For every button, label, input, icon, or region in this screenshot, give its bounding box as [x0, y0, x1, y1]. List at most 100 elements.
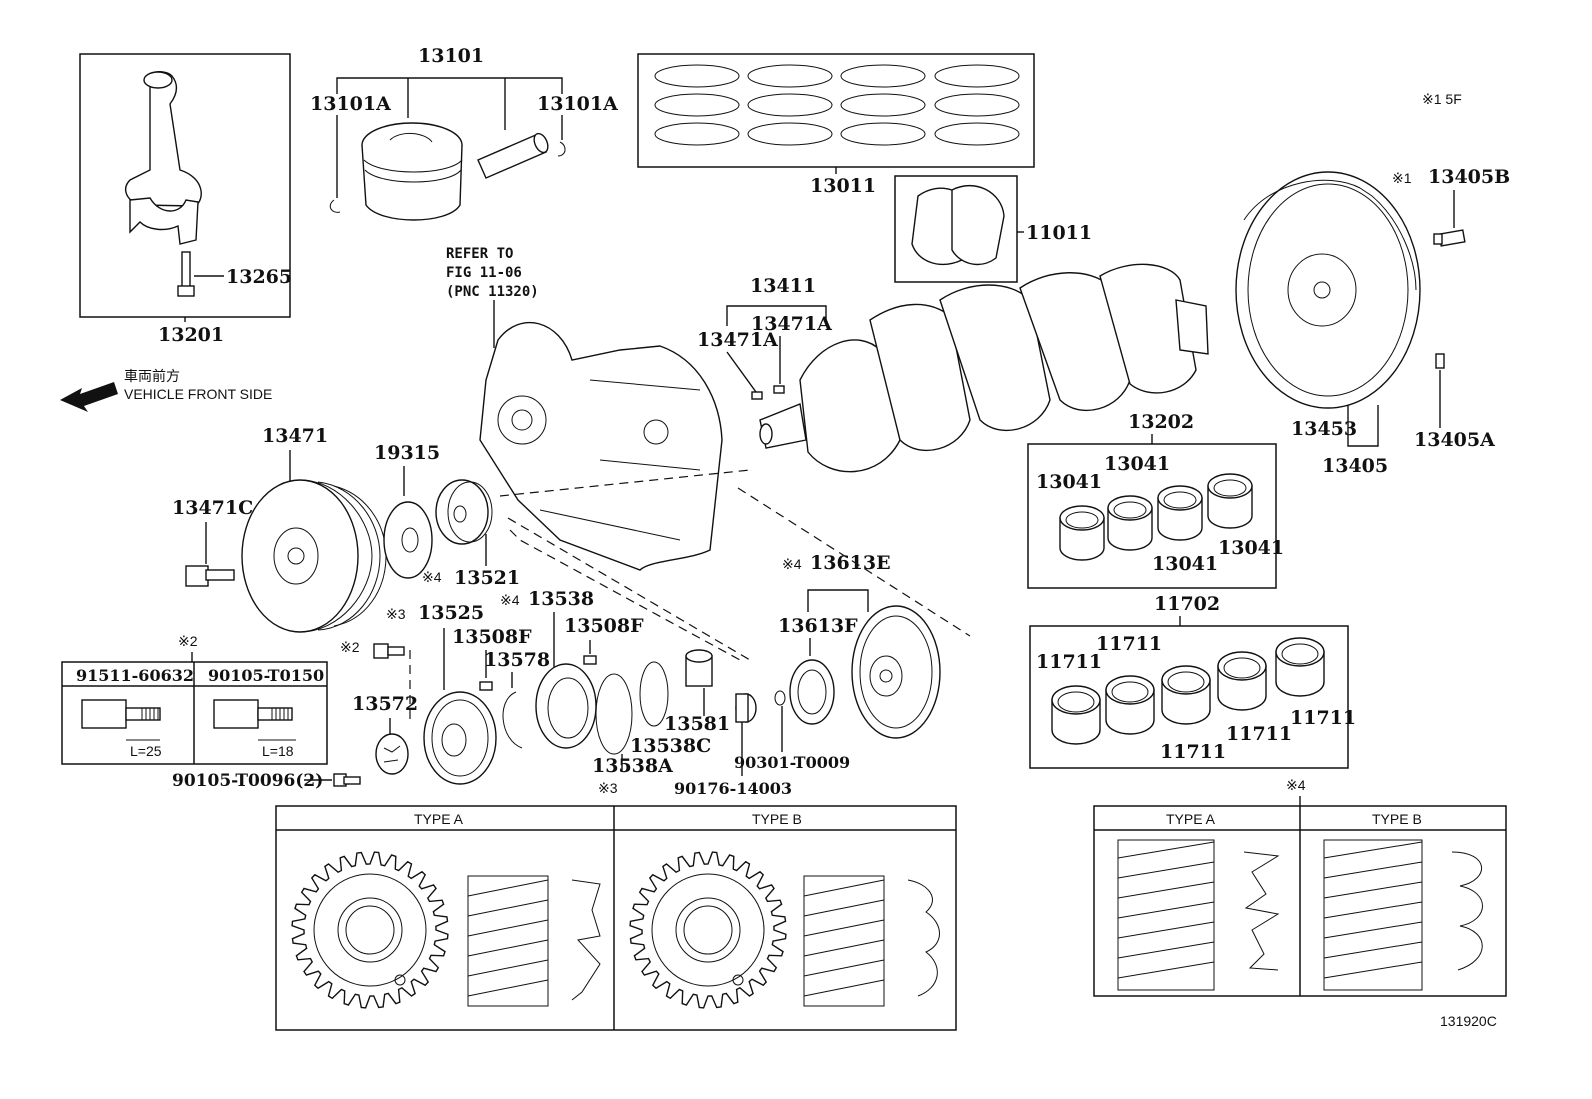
vehicle-front-jp: 車両前方: [124, 368, 180, 384]
label-13405b: 13405B: [1428, 166, 1510, 188]
pulley-a-profile: [1243, 851, 1280, 971]
label-13572: 13572: [352, 693, 418, 715]
label-13041-3: 13041: [1152, 553, 1218, 575]
label-11711-5: 11711: [1290, 707, 1356, 729]
bolt-len-1: L=25: [130, 743, 162, 759]
label-13581: 13581: [664, 713, 730, 735]
label-13471a-1: 13471A: [697, 329, 778, 351]
refer-line-1: REFER TO: [446, 246, 513, 262]
pulley-a-hatch: [1117, 839, 1215, 991]
label-13525: 13525: [418, 602, 484, 624]
dowel-pin-drawing: [1435, 353, 1445, 369]
pin-13508f-1: [479, 681, 493, 691]
label-13265: 13265: [226, 266, 292, 288]
label-90105-t0096: 90105-T0096(2): [172, 771, 323, 791]
note-4-13521: ※4: [422, 569, 442, 585]
label-13101a-right: 13101A: [537, 93, 618, 115]
bearing-shells-11711: [1051, 637, 1325, 745]
snap-ring-left: [329, 199, 341, 213]
label-13613f: 13613F: [778, 615, 858, 637]
gear-b-hatch: [803, 875, 885, 1007]
label-13201: 13201: [158, 324, 224, 346]
thrust-washer-b: [951, 184, 1005, 266]
refer-line-2: FIG 11-06: [446, 265, 522, 281]
note-3-13525: ※3: [386, 606, 406, 622]
label-13471a-2: 13471A: [751, 313, 832, 335]
label-13041-2: 13041: [1104, 453, 1170, 475]
note-1-5f: ※1 5F: [1422, 91, 1462, 107]
pulley-bolt-drawing: [185, 565, 235, 587]
label-13613e: 13613E: [810, 552, 891, 574]
gear-a-drawing: [291, 851, 449, 1009]
label-13538a: 13538A: [592, 755, 673, 777]
label-11011: 11011: [1026, 222, 1092, 244]
seal-13613f: [789, 659, 835, 725]
dashed-guides: [409, 469, 971, 720]
figure-id: 131920C: [1440, 1013, 1497, 1029]
plate-13572: [375, 733, 409, 775]
label-13041-4: 13041: [1218, 537, 1284, 559]
snap-ring-right: [557, 141, 566, 157]
note-2-bolt: ※2: [340, 639, 360, 655]
bearing-box-11702: [1029, 625, 1349, 769]
crank-key-1: [751, 391, 763, 400]
thrust-washer-box: [894, 175, 1018, 283]
label-11711-1: 11711: [1036, 651, 1102, 673]
ring-13538a: [595, 673, 633, 755]
bearing-shells-13041: [1059, 473, 1253, 561]
gear-b-drawing: [629, 851, 787, 1009]
piston-group: 13101 13101A 13101A: [310, 45, 618, 221]
note-2-heading: ※2: [178, 633, 198, 649]
note-1-mark: ※1: [1392, 170, 1412, 186]
bolt-90105-drawing: [333, 773, 361, 787]
crank-pulley-drawing: [241, 479, 387, 633]
pulley-type-b: TYPE B: [1372, 811, 1422, 827]
note-4-13613e: ※4: [782, 556, 802, 572]
crank-sprocket-13521: [435, 479, 493, 545]
small-bolt-drawing: [373, 643, 405, 659]
flywheel-drawing: [1235, 171, 1421, 409]
bolt-col-1: 91511-60632: [76, 666, 194, 685]
ring-13538c: [639, 661, 669, 727]
label-13202: 13202: [1128, 411, 1194, 433]
piston-rings-box: [637, 53, 1035, 168]
plug-90176-drawing: [735, 693, 757, 723]
bolt-2-drawing: [213, 699, 296, 741]
gear-a-hatch: [467, 875, 549, 1007]
gear-type-table: TYPE A TYPE B: [275, 805, 957, 1031]
note-4-table: ※4: [1286, 777, 1306, 793]
label-13578: 13578: [484, 649, 550, 671]
piston-drawing: [361, 122, 463, 221]
label-13508f-2: 13508F: [564, 615, 644, 637]
refer-line-3: (PNC 11320): [446, 284, 539, 300]
ring-sets: [654, 64, 1020, 146]
thrust-washer-group: 11011: [894, 175, 1092, 283]
bolt-col-2: 90105-T0150: [208, 666, 324, 685]
bolt-1-drawing: [81, 699, 161, 741]
vehicle-front-arrow: 車両前方 VEHICLE FRONT SIDE: [60, 368, 272, 412]
washer-90301: [774, 690, 786, 706]
label-90301: 90301-T0009: [734, 753, 850, 772]
crank-angle-sensor-plate: [383, 501, 433, 579]
label-13471c: 13471C: [172, 497, 253, 519]
label-13011: 13011: [810, 175, 876, 197]
bolt-len-2: L=18: [262, 743, 294, 759]
label-13101a-left: 13101A: [310, 93, 391, 115]
note-3-table: ※3: [598, 780, 618, 796]
label-13471: 13471: [262, 425, 328, 447]
label-11711-2: 11711: [1096, 633, 1162, 655]
label-13521: 13521: [454, 567, 520, 589]
label-11711-3: 11711: [1160, 741, 1226, 763]
connecting-rod-drawing: [124, 71, 202, 297]
tensioner-13581: [685, 649, 713, 687]
pulley-b-profile: [1451, 851, 1483, 971]
gear-type-b: TYPE B: [752, 811, 802, 827]
label-13538c: 13538C: [630, 735, 711, 757]
crank-key-2: [773, 385, 785, 394]
label-13453: 13453: [1291, 418, 1357, 440]
flywheel-bolt-drawing: [1433, 229, 1466, 247]
label-13405a: 13405A: [1414, 429, 1495, 451]
cam-plate-13538: [535, 663, 597, 749]
idler-sprocket-13525: [423, 691, 497, 785]
